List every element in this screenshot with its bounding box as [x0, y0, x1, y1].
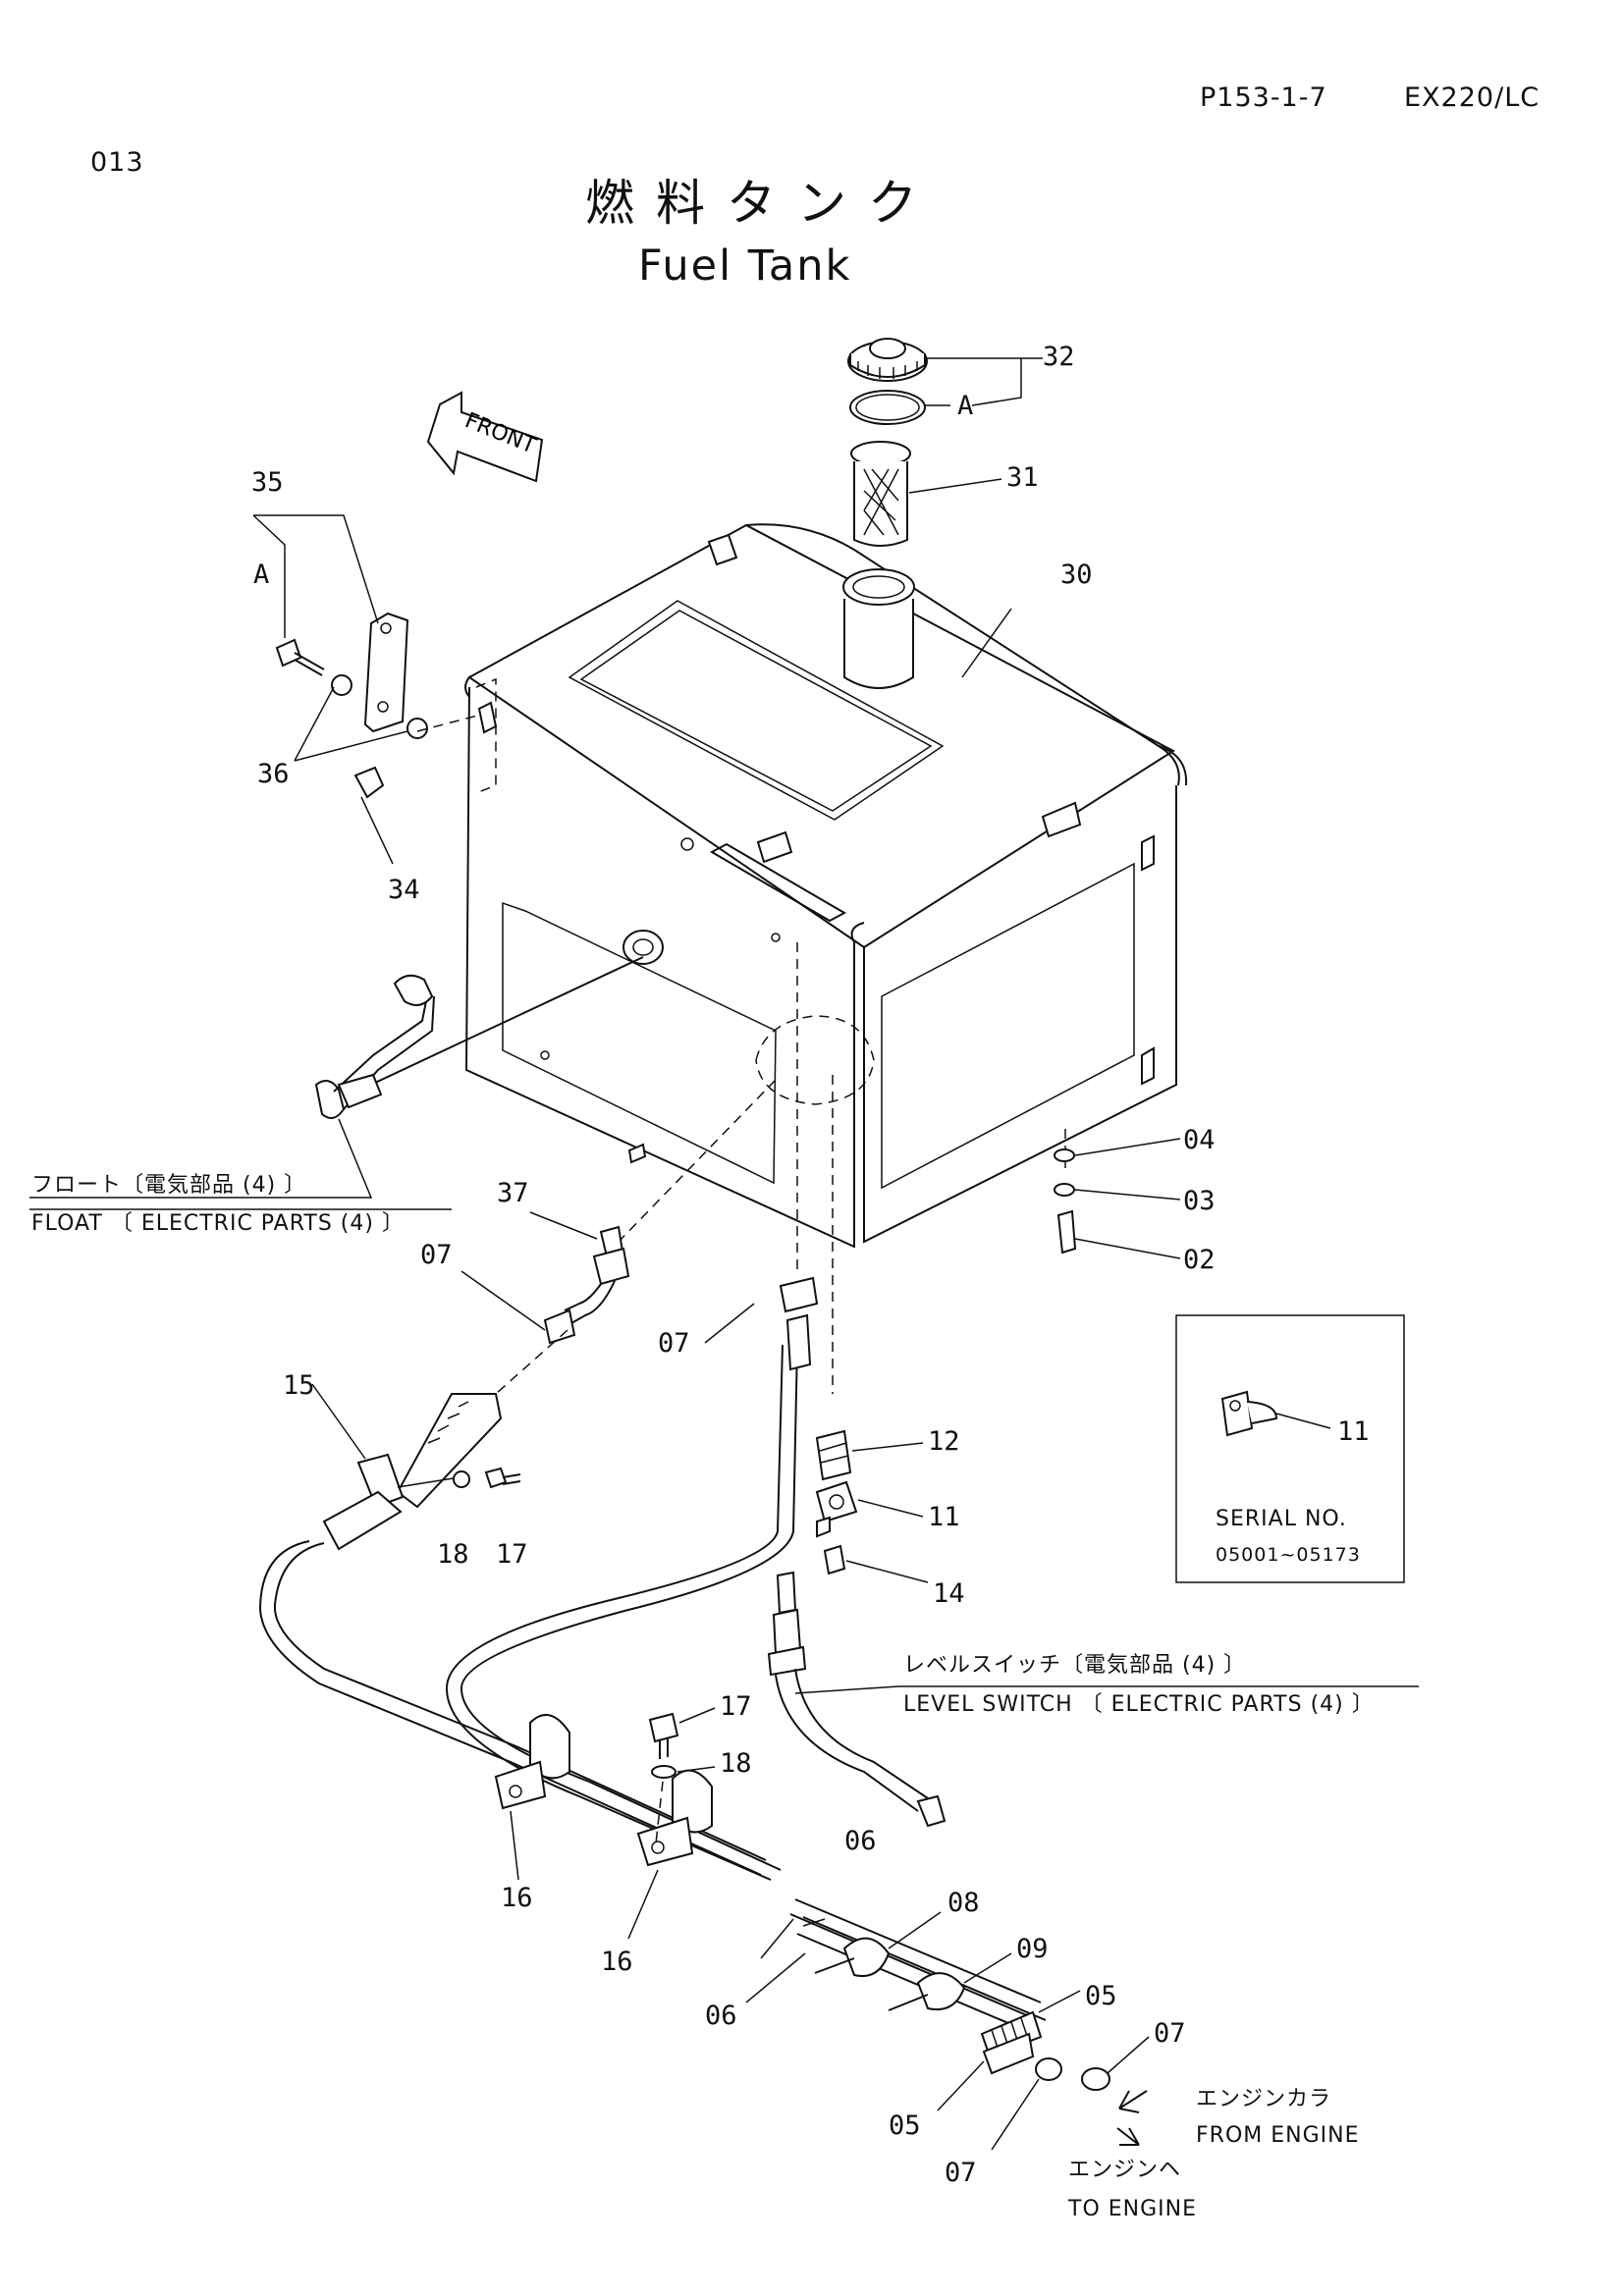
callout-07-b: 07 [658, 1328, 690, 1359]
hose-coupler-part-05 [982, 2012, 1041, 2073]
callout-34: 34 [388, 875, 420, 905]
title-english: Fuel Tank [638, 241, 852, 291]
mounting-bracket-part-35 [365, 614, 407, 731]
level-switch-note-en: LEVEL SWITCH 〔 ELECTRIC PARTS (4) 〕 [903, 1692, 1375, 1717]
callout-07-d: 07 [945, 2158, 977, 2188]
callout-05-b: 05 [889, 2110, 921, 2141]
adapter-part-12 [817, 1431, 850, 1479]
clamp-part-16 [496, 1715, 712, 1865]
callout-30: 30 [1060, 560, 1093, 590]
float-sensor-assembly [316, 931, 663, 1118]
callout-09: 09 [1016, 1934, 1049, 1964]
callout-11: 11 [928, 1502, 960, 1532]
bolt-part-17-lower [650, 1714, 677, 1759]
o-ring-part-a [850, 391, 925, 424]
callout-16-b: 16 [601, 1947, 633, 1977]
level-switch-note-jp: レベルスイッチ〔電気部品 (4) 〕 [903, 1653, 1247, 1678]
callout-14: 14 [933, 1578, 965, 1609]
serial-label: SERIAL NO. [1216, 1507, 1347, 1531]
strainer-part-31 [851, 442, 910, 546]
title-japanese: 燃料タンク [585, 175, 939, 232]
float-note-en: FLOAT 〔 ELECTRIC PARTS (4) 〕 [31, 1211, 405, 1236]
fuel-cap-part-32 [848, 339, 927, 381]
callout-37: 37 [497, 1178, 529, 1208]
from-engine-jp: エンジンカラ [1196, 2087, 1332, 2111]
front-arrow-icon: FRONT [428, 393, 542, 481]
callout-35: 35 [251, 467, 284, 498]
inset-callout-11: 11 [1337, 1416, 1370, 1447]
callout-06-b: 06 [705, 2001, 737, 2031]
callout-15: 15 [283, 1370, 315, 1401]
fuel-tank-body [465, 524, 1186, 1247]
level-switch-assembly [769, 1573, 945, 1826]
machine-model: EX220/LC [1404, 82, 1541, 113]
filler-neck [843, 569, 914, 688]
float-note-jp: フロート〔電気部品 (4) 〕 [31, 1173, 307, 1198]
callout-02: 02 [1183, 1245, 1216, 1275]
callout-a-left: A [253, 560, 270, 590]
washer-part-36 [332, 675, 427, 738]
callout-08: 08 [947, 1888, 980, 1918]
fitting-part-37 [565, 1227, 628, 1323]
page-reference: P153-1-7 [1200, 82, 1327, 113]
callout-04: 04 [1183, 1125, 1216, 1155]
to-engine-en: TO ENGINE [1068, 2197, 1197, 2221]
callout-18-a: 18 [437, 1539, 469, 1570]
callout-18-b: 18 [720, 1748, 752, 1779]
callout-03: 03 [1183, 1186, 1216, 1216]
fuel-hose-pair [260, 1345, 1046, 2037]
to-engine-jp: エンジンヘ [1068, 2158, 1182, 2182]
callout-16-a: 16 [501, 1883, 533, 1913]
hose-fitting-part-15 [324, 1394, 501, 1549]
serial-range: 05001~05173 [1216, 1544, 1361, 1566]
callout-17-a: 17 [496, 1539, 528, 1570]
callout-a-top: A [957, 391, 974, 421]
callout-12: 12 [928, 1426, 960, 1457]
front-arrow-label: FRONT [461, 408, 540, 459]
callout-07-a: 07 [420, 1240, 453, 1270]
from-engine-en: FROM ENGINE [1196, 2123, 1360, 2148]
bracket-part-09 [889, 1973, 964, 2010]
callout-05-a: 05 [1085, 1981, 1117, 2011]
bracket-part-08 [815, 1939, 889, 1976]
serial-inset-box [1176, 1315, 1404, 1582]
callout-36: 36 [257, 759, 290, 789]
callout-17-b: 17 [720, 1691, 752, 1722]
plug-part-14 [825, 1546, 844, 1574]
hose-clamp-part-07 [1036, 2058, 1109, 2090]
callout-06-a: 06 [844, 1826, 877, 1856]
doc-code: 013 [90, 147, 144, 178]
callout-31: 31 [1006, 462, 1039, 493]
clamp-part-11 [817, 1482, 856, 1536]
callout-32: 32 [1043, 342, 1075, 372]
bolt-part-34 [355, 768, 383, 797]
callout-07-c: 07 [1154, 2018, 1186, 2049]
